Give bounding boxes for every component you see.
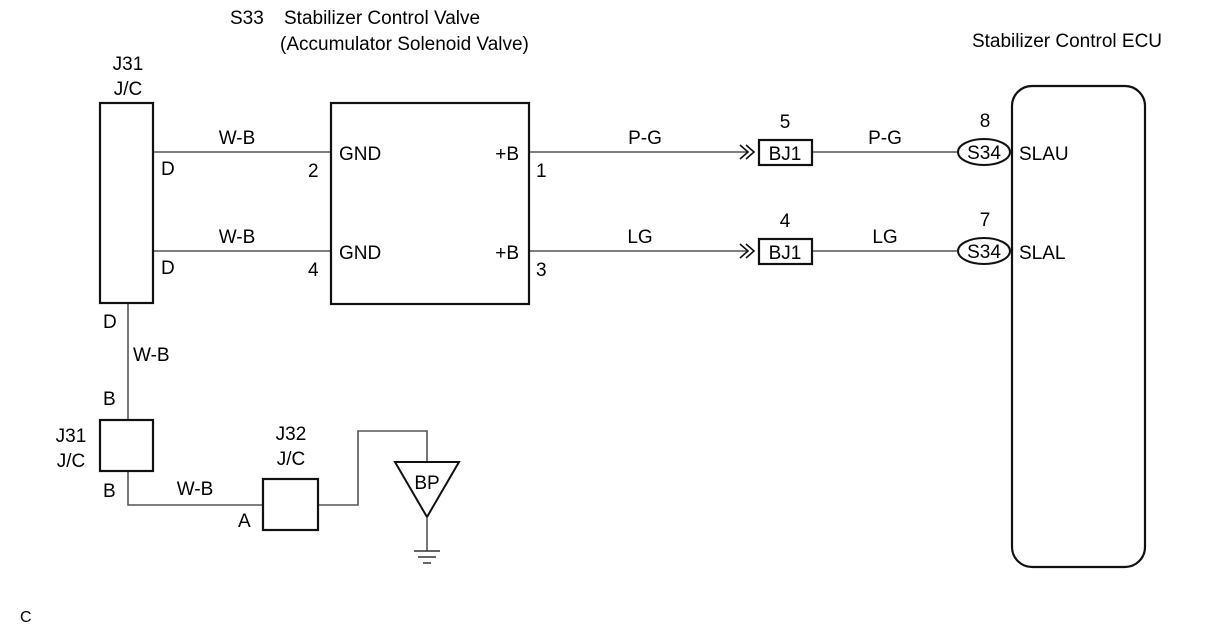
jc-j31-bottom-box [98,418,155,473]
wire-label-w-b-upper: W-B [219,128,256,149]
jc-j32: J32 J/C A [238,424,320,532]
valve-plus-b-upper: +B [495,144,519,165]
jc-j31-top-pin-upper: D [161,159,175,180]
ground-point: BP [393,461,461,564]
bj1-upper-pin: 5 [780,112,791,133]
junction-connector-lower: BJ1 4 [739,211,814,266]
valve-plus-b-lower: +B [495,243,519,264]
bj1-lower-label: BJ1 [769,243,802,264]
footer-code: C [20,609,32,626]
ecu-connector-upper-label: S34 [967,143,1001,164]
wire-label-lg-left: LG [627,227,652,248]
jc-j31-top: J31 J/C D D D [98,54,175,333]
jc-j31-top-pin-bottom: D [103,312,117,333]
jc-j32-pin: A [238,511,251,532]
wire-j32-to-bp [291,430,428,506]
jc-j31-bottom-code: J31 [56,426,87,447]
jc-j31-bottom: B J31 J/C B [56,389,155,502]
valve-subname: (Accumulator Solenoid Valve) [280,34,529,55]
ecu-terminal-slau: SLAU [1019,144,1069,165]
wire-label-lg-right: LG [872,227,897,248]
wire-label-w-b-bottom: W-B [177,479,214,500]
bj1-upper-label: BJ1 [769,144,802,165]
bj1-upper-box [757,138,814,167]
jc-j31-bottom-pin-bottom: B [103,481,116,502]
jc-j31-bottom-type: J/C [57,451,86,472]
valve-code: S33 [230,8,264,29]
connector-chevron-icon [739,243,756,259]
ground-triangle [393,461,461,519]
ground-point-label: BP [414,473,439,494]
wire-label-p-g-right: P-G [868,128,902,149]
valve-pin-3: 3 [536,260,547,281]
ground-icon [414,550,440,564]
jc-j31-bottom-pin-top: B [103,389,116,410]
ecu-terminal-slal: SLAL [1019,243,1065,264]
ecu-title: Stabilizer Control ECU [972,31,1162,52]
jc-j31-top-code: J31 [113,54,144,75]
ecu-pin-7: 7 [980,210,991,231]
jc-j32-type: J/C [277,449,306,470]
valve-s33: S33 Stabilizer Control Valve (Accumulato… [230,8,547,306]
valve-gnd-lower: GND [339,243,381,264]
valve-name: Stabilizer Control Valve [284,8,480,29]
jc-j31-top-type: J/C [114,79,143,100]
wires [124,151,957,506]
valve-pin-1: 1 [536,161,547,182]
valve-pin-4: 4 [308,260,319,281]
jc-j32-code: J32 [276,424,307,445]
wire-j31-b-to-j32 [127,470,291,506]
connector-chevron-icon [739,144,756,160]
bj1-lower-box [757,237,814,266]
wire-label-w-b-vertical: W-B [133,345,170,366]
wire-label-p-g-left: P-G [628,128,662,149]
jc-j31-top-pin-lower: D [161,258,175,279]
valve-box [329,101,531,306]
bj1-lower-pin: 4 [780,211,791,232]
ecu-connector-lower [957,237,1011,265]
ecu-pin-8: 8 [980,111,991,132]
ecu-connector-upper [957,138,1011,166]
jc-j31-top-box [98,101,155,305]
ecu-box [1010,84,1147,569]
ecu-connector-lower-label: S34 [967,242,1001,263]
junction-connector-upper: BJ1 5 [739,112,814,167]
wire-label-w-b-lower: W-B [219,227,256,248]
valve-gnd-upper: GND [339,144,381,165]
jc-j32-box [261,477,320,532]
valve-pin-2: 2 [308,161,319,182]
ecu: Stabilizer Control ECU S34 S34 8 7 SLAU … [957,31,1162,569]
